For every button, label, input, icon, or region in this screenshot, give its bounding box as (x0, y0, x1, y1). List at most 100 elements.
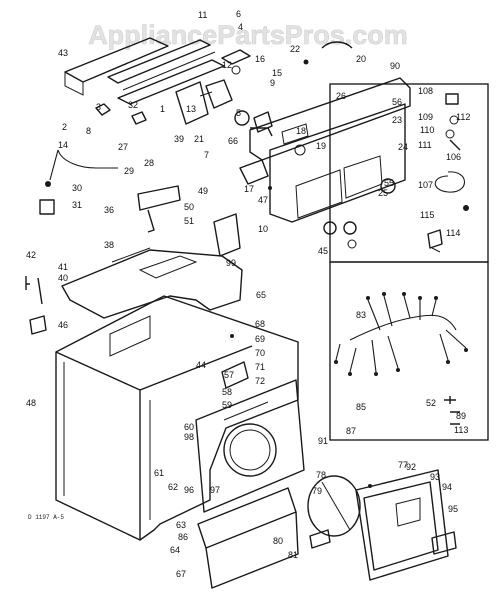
lid-switch-icon (137, 185, 181, 233)
callout-label: 5 (236, 108, 241, 118)
lint-filter-housing-icon (213, 213, 241, 257)
callout-label: 10 (258, 224, 268, 234)
callout-label: 43 (58, 48, 68, 58)
callout-label: 45 (318, 246, 328, 256)
callout-label: 36 (104, 205, 114, 215)
callout-label: 61 (154, 468, 164, 478)
callout-label: 96 (184, 485, 194, 495)
callout-label: 112 (456, 112, 470, 122)
callout-label: 97 (210, 485, 220, 495)
callout-label: 99 (226, 258, 236, 268)
callout-label: 71 (255, 362, 265, 372)
bracket-42-icon (25, 276, 43, 305)
callout-label: 92 (406, 462, 416, 472)
front-panel-icon (195, 379, 305, 513)
callout-label: 60 (184, 422, 194, 432)
callout-label: 109 (418, 112, 433, 122)
callout-label: 14 (58, 140, 68, 150)
callout-label: 28 (144, 158, 154, 168)
cabinet-icon (55, 295, 299, 541)
callout-label: 18 (296, 126, 306, 136)
control-panel-icon (249, 77, 411, 223)
callout-label: 68 (255, 319, 265, 329)
callout-label: 93 (430, 472, 440, 482)
callout-label: 58 (222, 387, 232, 397)
callout-label: 50 (184, 202, 194, 212)
connector-22-icon (303, 41, 353, 65)
control-bracket-icon (175, 79, 233, 125)
callout-label: 29 (124, 166, 134, 176)
small-clip-icon (95, 103, 147, 125)
callout-label: 94 (442, 482, 452, 492)
clip-46-icon (29, 315, 47, 335)
callout-label: 3 (96, 102, 101, 112)
callout-label: 30 (72, 183, 82, 193)
callout-label: 21 (194, 134, 204, 144)
callout-label: 26 (336, 91, 346, 101)
hinge-icon (309, 484, 372, 549)
callout-label: 90 (390, 61, 400, 71)
top-hinge-bracket-icon (221, 49, 251, 75)
callout-label: 64 (170, 545, 180, 555)
callout-label: 46 (58, 320, 68, 330)
callout-label: 7 (204, 150, 209, 160)
callout-label: 56 (392, 97, 402, 107)
callout-label: 47 (258, 195, 268, 205)
callout-label: 69 (255, 334, 265, 344)
terminal-114-icon (427, 229, 443, 253)
door-seal-disc-icon (307, 475, 361, 537)
callout-label: 17 (244, 184, 254, 194)
callout-label: 78 (316, 470, 326, 480)
thermostat-icon (445, 93, 461, 151)
cabinet-top-icon (61, 247, 243, 319)
callout-label: 20 (356, 54, 366, 64)
cable-14-icon (45, 149, 118, 187)
callout-label: 55 (384, 178, 394, 188)
callout-label: 63 (176, 520, 186, 530)
callout-label: 67 (176, 569, 186, 579)
callout-label: 57 (224, 370, 234, 380)
callout-label: 89 (456, 411, 466, 421)
callout-label: 77 (398, 460, 408, 470)
callout-label: 23 (392, 115, 402, 125)
screw-52-icon (444, 396, 460, 425)
callout-label: 16 (255, 54, 265, 64)
callout-label: 48 (26, 398, 36, 408)
callout-label: 66 (228, 136, 238, 146)
callout-label: 114 (446, 228, 460, 238)
callout-label: 95 (448, 504, 458, 514)
callout-label: 115 (420, 210, 434, 220)
callout-label: 110 (420, 125, 434, 135)
top-rail-center-icon (107, 39, 225, 105)
callout-label: 65 (256, 290, 266, 300)
callout-label: 81 (288, 550, 298, 560)
callout-label: 15 (272, 68, 282, 78)
switch-assembly-icon (239, 159, 272, 190)
watermark: AppliancePartsPros.com (88, 20, 408, 50)
callout-label: 113 (454, 425, 468, 435)
callout-label: 24 (398, 142, 408, 152)
callout-label: 38 (104, 240, 114, 250)
door-icon (355, 469, 457, 581)
callout-label: 25 (378, 188, 388, 198)
callout-label: 1 (160, 104, 165, 114)
callout-label: 106 (446, 152, 461, 162)
callout-label: 85 (356, 402, 366, 412)
callout-label: 4 (238, 22, 243, 32)
callout-label: 27 (118, 142, 128, 152)
callout-label: 44 (196, 360, 206, 370)
kick-panel-icon (197, 487, 299, 589)
callout-label: 62 (168, 482, 178, 492)
callout-label: 39 (174, 134, 184, 144)
callout-label: 42 (26, 250, 36, 260)
callout-label: 49 (198, 186, 208, 196)
callout-label: 59 (222, 400, 232, 410)
callout-label: 98 (184, 432, 194, 442)
callout-label: 91 (318, 436, 328, 446)
callout-label: 107 (418, 180, 433, 190)
callout-label: 87 (346, 426, 356, 436)
lamp-socket-icon (39, 199, 55, 215)
inset-box-top (329, 83, 489, 263)
callout-label: 83 (356, 310, 366, 320)
